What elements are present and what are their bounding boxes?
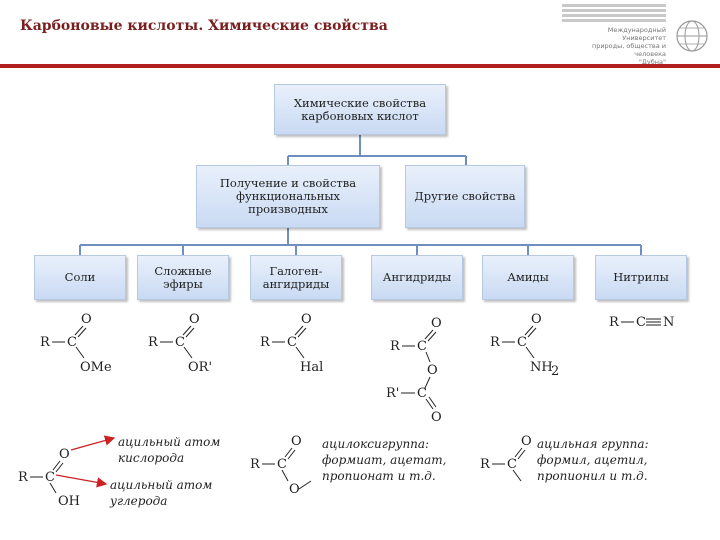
ester-or: OR': [188, 360, 212, 375]
anhydride-r2: R': [386, 386, 399, 401]
header-divider: [0, 64, 720, 68]
acyl-c: C: [507, 457, 517, 472]
halide-c: C: [287, 335, 297, 350]
nitrile-formula: R C N: [609, 315, 674, 330]
ester-r: R: [148, 335, 159, 350]
derivative-halides-box: Галоген- ангидриды: [250, 255, 342, 300]
acyl-r: R: [480, 457, 491, 472]
acid-c: C: [45, 470, 55, 485]
globe-icon: [676, 20, 708, 52]
ester-o: O: [189, 312, 200, 327]
amide-formula: R C O NH 2: [490, 312, 559, 379]
branch-derivatives-box: Получение и свойства функциональных прои…: [196, 165, 380, 228]
acyloxy-r: R: [250, 457, 261, 472]
acyloxy-formula: R C O O: [250, 434, 312, 497]
halide-formula: R C O Hal: [260, 312, 323, 375]
amide-nh: NH: [530, 360, 553, 375]
ester-c: C: [175, 335, 185, 350]
amide-subscript: 2: [551, 364, 559, 379]
derivative-amides-box: Амиды: [482, 255, 574, 300]
acyl-formula: R C O: [480, 434, 532, 482]
anhydride-c1: C: [417, 339, 427, 354]
ester-formula: R C O OR': [148, 312, 212, 375]
acid-o: O: [59, 447, 70, 462]
slide-title: Карбоновые кислоты. Химические свойства: [20, 18, 388, 34]
salt-o: O: [81, 312, 92, 327]
acyloxy-group-note: ацилоксигруппа: формиат, ацетат, пропион…: [322, 437, 447, 483]
derivative-nitriles-box: Нитрилы: [595, 255, 687, 300]
nitrile-r: R: [609, 315, 620, 330]
branch-other-box: Другие свойства: [405, 165, 525, 228]
anhydride-c2: C: [417, 386, 427, 401]
halide-r: R: [260, 335, 271, 350]
acid-oh: OH: [58, 494, 80, 509]
acyloxy-o2: O: [289, 482, 300, 497]
derivative-anhydrides-box: Ангидриды: [371, 255, 463, 300]
salt-formula: R C O OMe: [40, 312, 112, 375]
anhydride-o1: O: [431, 316, 442, 331]
anhydride-o2: O: [431, 410, 442, 425]
acyl-carbon-note: ацильный атом углерода: [110, 478, 213, 508]
salt-c: C: [67, 335, 77, 350]
logo-university-name: Международный Университет природы, общес…: [591, 26, 666, 66]
halide-hal: Hal: [300, 360, 323, 375]
salt-r: R: [40, 335, 51, 350]
amide-o: O: [531, 312, 542, 327]
halide-o: O: [301, 312, 312, 327]
acyl-arrows: [55, 435, 116, 488]
logo-header-lines: [562, 4, 666, 24]
anhydride-r1: R: [390, 339, 401, 354]
amide-c: C: [517, 335, 527, 350]
nitrile-c: C: [636, 315, 646, 330]
nitrile-n: N: [663, 315, 674, 330]
acyloxy-c: C: [277, 457, 287, 472]
acid-formula: R C O OH: [18, 447, 80, 509]
root-box: Химические свойства карбоновых кислот: [274, 84, 446, 135]
acid-r: R: [18, 470, 29, 485]
anhydride-o-bridge: O: [427, 363, 438, 378]
acyloxy-o: O: [291, 434, 302, 449]
derivative-salts-box: Соли: [34, 255, 126, 300]
acyl-o: O: [521, 434, 532, 449]
anhydride-formula: R C O O R' C O: [386, 316, 442, 425]
amide-r: R: [490, 335, 501, 350]
acyl-oxygen-note: ацильный атом кислорода: [118, 435, 221, 465]
derivative-esters-box: Сложные эфиры: [137, 255, 229, 300]
university-logo: Международный Университет природы, общес…: [562, 2, 712, 66]
salt-ome: OMe: [80, 360, 112, 375]
acyl-group-note: ацильная группа: формил, ацетил, пропион…: [537, 437, 649, 483]
